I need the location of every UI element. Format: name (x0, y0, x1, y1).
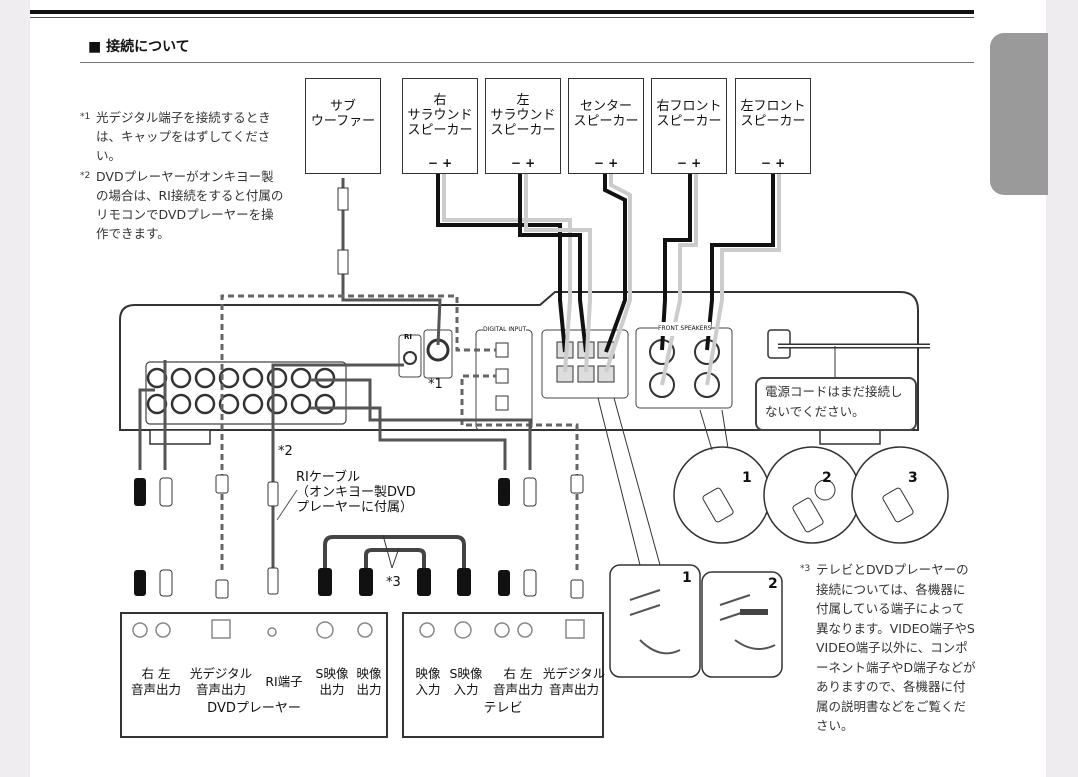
note-3: *3 テレビとDVDプレーヤーの接続については、各機器に付属している端子によって… (800, 560, 976, 736)
optical-dvd-port (495, 342, 509, 358)
dvd-audio-out: 右 左 音声出力 (130, 666, 181, 697)
speaker-label: 左 サラウンド スピーカー (490, 93, 556, 138)
speaker-right-surround: 右 サラウンド スピーカー − + (402, 78, 478, 174)
binding-step-3-num: 3 (908, 470, 918, 486)
audio-cables (138, 360, 532, 570)
rca-input-jack (314, 367, 336, 389)
speaker-left-front: 左フロント スピーカー − + (735, 78, 811, 174)
note-2-mark: *2 (80, 171, 91, 181)
tv-name: テレビ (483, 701, 523, 716)
rca-input-jack (242, 367, 264, 389)
speaker-label: サブ ウーファー (310, 99, 376, 129)
speaker-right-front: 右フロント スピーカー − + (651, 78, 727, 174)
rca-input-jack (194, 393, 216, 415)
binding-step-2-num: 2 (822, 470, 832, 486)
speaker-left-surround: 左 サラウンド スピーカー − + (485, 78, 561, 174)
front-speakers-label: FRONT SPEAKERS (658, 322, 712, 336)
section-rule (80, 62, 974, 63)
header-rule-thick (30, 10, 974, 14)
dvd-ri-terminal: RI端子 (265, 674, 303, 689)
speaker-polarity: − + (676, 156, 702, 170)
speaker-polarity: − + (760, 156, 786, 170)
dvd-player-name: DVDプレーヤー (207, 701, 301, 716)
digital-input-label: DIGITAL INPUT (483, 323, 527, 337)
note-3-text: テレビとDVDプレーヤーの接続については、各機器に付属している端子によって異なり… (816, 562, 976, 733)
speaker-polarity: − + (510, 156, 536, 170)
note-1-mark: *1 (80, 112, 91, 122)
rca-input-jack (218, 367, 240, 389)
rca-plugs (134, 474, 584, 599)
optical-tv-port (495, 368, 509, 384)
rca-input-jack (194, 367, 216, 389)
rca-input-jack (218, 393, 240, 415)
note-3-mark: *3 (800, 564, 811, 574)
dvd-s-video-out: S映像 出力 (315, 666, 349, 697)
speaker-cables (436, 172, 781, 386)
ri-jack-panel (398, 334, 422, 378)
rca-input-jack (170, 367, 192, 389)
video-plugs (318, 568, 471, 596)
header-rule-thin (30, 17, 974, 18)
receiver-foot-right (819, 429, 881, 445)
chapter-tab[interactable] (990, 33, 1048, 195)
binding-post-steps: 1 2 3 (673, 409, 949, 544)
spring-step-2-num: 2 (768, 576, 778, 592)
spring-step-1-num: 1 (682, 570, 692, 586)
speaker-label: 右フロント スピーカー (656, 99, 722, 129)
rca-input-jack (290, 393, 312, 415)
tv-video-in: 映像 入力 (415, 666, 441, 697)
rca-input-jack (314, 393, 336, 415)
ri-label: RI (404, 333, 412, 341)
note-1: *1 光デジタル端子を接続するときは、キャップをはずしてください。 (80, 108, 286, 165)
tv-audio-out: 右 左 音声出力 (492, 666, 543, 697)
rca-input-jack (146, 393, 168, 415)
dvd-optical-out: 光デジタル 音声出力 (189, 666, 253, 697)
tv-optical-out: 光デジタル 音声出力 (542, 666, 606, 697)
rca-input-jack (242, 393, 264, 415)
speaker-label: 右 サラウンド スピーカー (407, 93, 473, 138)
binding-step-1-num: 1 (742, 470, 752, 486)
rca-input-jack (146, 367, 168, 389)
annotation-star3: *3 (386, 575, 401, 590)
speaker-polarity: − + (427, 156, 453, 170)
speaker-subwoofer: サブ ウーファー (305, 78, 381, 174)
input-jacks-panel (145, 361, 347, 425)
tv-box: 映像 入力 S映像 入力 右 左 音声出力 光デジタル 音声出力 テレビ (402, 612, 606, 738)
power-cord-callout: 電源コードはまだ接続しないでください。 (755, 377, 917, 431)
video-cables (323, 535, 466, 575)
dvd-video-out: 映像 出力 (356, 666, 382, 697)
optical-video1-port (495, 395, 509, 411)
dvd-player-box: 右 左 音声出力 光デジタル 音声出力 RI端子 S映像 出力 映像 出力 DV… (120, 612, 388, 738)
note-1-text: 光デジタル端子を接続するときは、キャップをはずしてください。 (96, 110, 271, 163)
rca-input-jack (266, 367, 288, 389)
rca-input-jack (170, 393, 192, 415)
optical-cable-tv (460, 374, 579, 570)
tv-s-video-in: S映像 入力 (449, 666, 483, 697)
receiver-foot-left (149, 429, 211, 445)
subwoofer-cable (341, 178, 442, 346)
speaker-center: センター スピーカー − + (568, 78, 644, 174)
note-2: *2 DVDプレーヤーがオンキヨー製の場合は、RI接続をすると付属のリモコンでD… (80, 167, 286, 243)
ri-jack (403, 351, 417, 365)
speaker-label: センター スピーカー (573, 99, 639, 129)
spring-terminal-steps: 1 2 (597, 397, 783, 678)
speaker-polarity: − + (593, 156, 619, 170)
optical-cable-dvd (220, 294, 496, 570)
section-title: ■ 接続について (88, 39, 190, 55)
rca-input-jack (290, 367, 312, 389)
annotation-star1: *1 (428, 377, 443, 392)
ri-cable-label: RIケーブル （オンキヨー製DVD プレーヤーに付属） (296, 470, 416, 515)
note-2-text: DVDプレーヤーがオンキヨー製の場合は、RI接続をすると付属のリモコンでDVDプ… (96, 169, 284, 241)
rca-input-jack (266, 393, 288, 415)
page-margin (1046, 0, 1078, 777)
speaker-label: 左フロント スピーカー (740, 99, 806, 129)
annotation-star2: *2 (278, 444, 293, 459)
